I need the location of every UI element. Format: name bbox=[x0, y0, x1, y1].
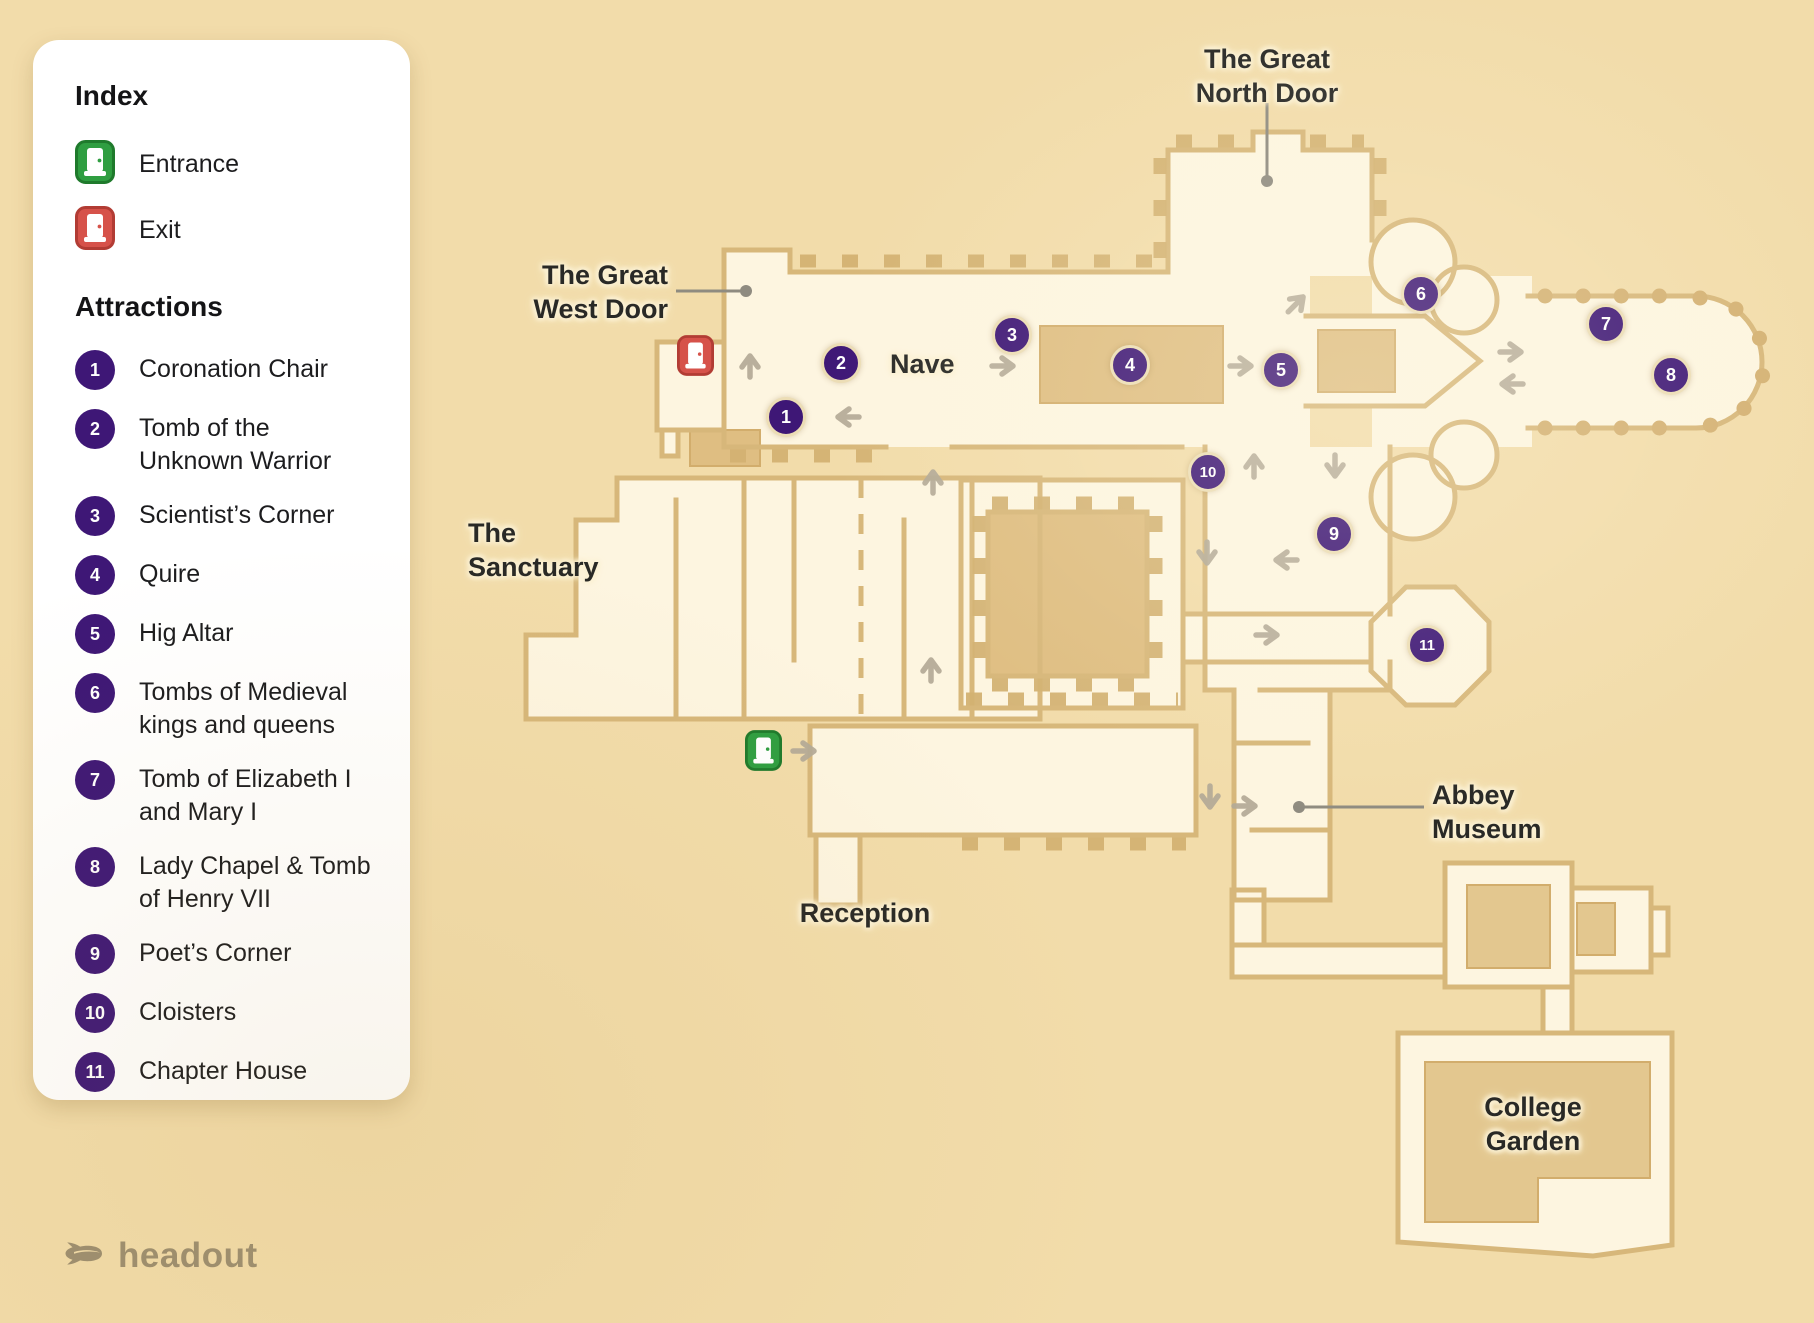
map-label-nave: Nave bbox=[890, 349, 955, 379]
attraction-row-5[interactable]: 5 Hig Altar bbox=[75, 613, 380, 654]
index-title: Index bbox=[75, 80, 149, 111]
attraction-number-badge: 9 bbox=[75, 934, 115, 974]
college-garden-lawn bbox=[1424, 1061, 1651, 1223]
attraction-row-7[interactable]: 7 Tomb of Elizabeth I and Mary I bbox=[75, 759, 380, 828]
direction-arrow-icon bbox=[1195, 538, 1219, 568]
legend-row-exit[interactable]: Exit bbox=[75, 206, 380, 255]
attraction-number-badge: 7 bbox=[75, 760, 115, 800]
attraction-label: Hig Altar bbox=[139, 619, 234, 647]
headout-logo: headout bbox=[62, 1236, 258, 1276]
map-marker-8[interactable]: 8 bbox=[1651, 355, 1691, 395]
attraction-label: Tomb of the Unknown Warrior bbox=[139, 414, 332, 475]
direction-arrow-icon bbox=[833, 405, 863, 429]
index-panel: Index Entrance Exit Attractions 1 Corona… bbox=[33, 40, 410, 1100]
reception-room bbox=[816, 835, 860, 905]
exit-door-icon bbox=[75, 206, 115, 255]
leader-lines bbox=[676, 103, 1424, 813]
chapter-house-passage bbox=[1183, 614, 1373, 662]
attraction-row-9[interactable]: 9 Poet’s Corner bbox=[75, 933, 380, 974]
map-label-college-garden: College Garden bbox=[1484, 1092, 1582, 1157]
legend-label: Entrance bbox=[139, 150, 240, 178]
cloister-garth bbox=[987, 511, 1148, 677]
brand-text: headout bbox=[118, 1236, 258, 1275]
map-marker-7[interactable]: 7 bbox=[1586, 304, 1626, 344]
sanctuary-rooms bbox=[526, 478, 1040, 719]
map-label-sanctuary: The Sanctuary bbox=[468, 518, 599, 583]
map-marker-5[interactable]: 5 bbox=[1261, 350, 1301, 390]
direction-arrow-icon bbox=[1271, 548, 1301, 572]
attraction-label: Coronation Chair bbox=[139, 355, 328, 383]
attractions-title: Attractions bbox=[75, 291, 223, 322]
abbey-museum-rooms bbox=[1234, 690, 1330, 900]
attraction-label: Poet’s Corner bbox=[139, 939, 292, 967]
direction-arrow-icon bbox=[1323, 451, 1347, 481]
attraction-number-badge: 6 bbox=[75, 673, 115, 713]
attraction-number-badge: 5 bbox=[75, 614, 115, 654]
map-label-west-door: The Great West Door bbox=[533, 260, 668, 325]
map-marker-1[interactable]: 1 bbox=[766, 397, 806, 437]
altar-block bbox=[1317, 329, 1396, 393]
attraction-row-4[interactable]: 4 Quire bbox=[75, 554, 380, 595]
attraction-number-badge: 4 bbox=[75, 555, 115, 595]
attraction-label: Quire bbox=[139, 560, 201, 588]
legend-label: Exit bbox=[139, 216, 181, 244]
direction-arrow-icon bbox=[1496, 340, 1526, 364]
blimp-icon bbox=[62, 1239, 106, 1274]
attraction-label: Lady Chapel & Tomb of Henry VII bbox=[139, 852, 371, 913]
attraction-number-badge: 1 bbox=[75, 350, 115, 390]
attraction-number-badge: 8 bbox=[75, 847, 115, 887]
attraction-label: Tomb of Elizabeth I and Mary I bbox=[139, 765, 352, 826]
direction-arrow-icon bbox=[1252, 623, 1282, 647]
direction-arrow-icon bbox=[1198, 782, 1222, 812]
lady-chapel bbox=[1528, 296, 1762, 428]
attraction-number-badge: 2 bbox=[75, 409, 115, 449]
north-transept bbox=[1168, 150, 1372, 276]
attraction-row-10[interactable]: 10 Cloisters bbox=[75, 992, 380, 1033]
attraction-label: Cloisters bbox=[139, 998, 237, 1026]
direction-arrow-icon bbox=[1242, 451, 1266, 481]
attraction-row-2[interactable]: 2 Tomb of the Unknown Warrior bbox=[75, 408, 380, 477]
filled-blocks bbox=[689, 325, 1651, 1223]
garden-corridor bbox=[1543, 972, 1572, 1034]
attraction-row-1[interactable]: 1 Coronation Chair bbox=[75, 349, 380, 390]
map-label-reception: Reception bbox=[799, 898, 931, 928]
exit-door-icon[interactable] bbox=[677, 335, 714, 381]
walls bbox=[523, 129, 1765, 1259]
attraction-number-badge: 3 bbox=[75, 496, 115, 536]
map-marker-6[interactable]: 6 bbox=[1401, 274, 1441, 314]
map-label-abbey-museum: Abbey Museum bbox=[1432, 780, 1542, 845]
map-marker-2[interactable]: 2 bbox=[821, 343, 861, 383]
attraction-row-3[interactable]: 3 Scientist’s Corner bbox=[75, 495, 380, 536]
attraction-label: Chapter House bbox=[139, 1057, 308, 1085]
attraction-label: Scientist’s Corner bbox=[139, 501, 335, 529]
attraction-number-badge: 10 bbox=[75, 993, 115, 1033]
legend-row-entrance[interactable]: Entrance bbox=[75, 140, 380, 189]
attraction-row-8[interactable]: 8 Lady Chapel & Tomb of Henry VII bbox=[75, 846, 380, 915]
map-marker-11[interactable]: 11 bbox=[1407, 625, 1447, 665]
map-marker-3[interactable]: 3 bbox=[992, 315, 1032, 355]
direction-arrow-icon bbox=[1226, 354, 1256, 378]
direction-arrow-icon bbox=[789, 739, 819, 763]
direction-arrow-icon bbox=[919, 655, 943, 685]
map-marker-4[interactable]: 4 bbox=[1110, 345, 1150, 385]
map-marker-9[interactable]: 9 bbox=[1314, 514, 1354, 554]
lady-chapel-beads bbox=[1537, 288, 1772, 436]
attraction-label: Tombs of Medieval kings and queens bbox=[139, 678, 348, 739]
attraction-row-11[interactable]: 11 Chapter House bbox=[75, 1051, 380, 1092]
entrance-door-icon bbox=[75, 140, 115, 189]
dark-cloister-corridor bbox=[810, 726, 1196, 835]
map-label-north-door: The Great North Door bbox=[1195, 44, 1339, 109]
map-marker-10[interactable]: 10 bbox=[1188, 452, 1228, 492]
crenellations bbox=[730, 134, 1387, 851]
direction-arrow-icon bbox=[738, 351, 762, 381]
attraction-number-badge: 11 bbox=[75, 1052, 115, 1092]
attraction-row-6[interactable]: 6 Tombs of Medieval kings and queens bbox=[75, 672, 380, 741]
direction-arrow-icon bbox=[1230, 794, 1260, 818]
direction-arrow-icon bbox=[921, 467, 945, 497]
direction-arrow-icon bbox=[1497, 372, 1527, 396]
direction-arrow-icon bbox=[988, 354, 1018, 378]
entrance-door-icon[interactable] bbox=[745, 730, 782, 776]
museum-corridor bbox=[1232, 945, 1445, 977]
